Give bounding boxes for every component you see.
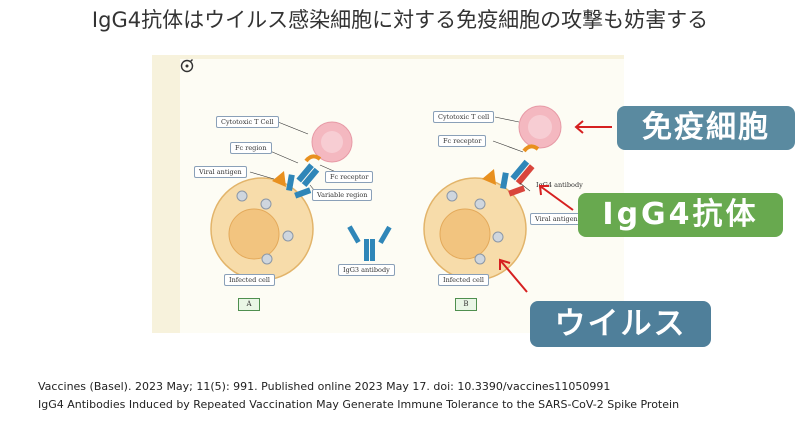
- panel-tag-b: B: [455, 298, 477, 311]
- callout-immune-cell: 免疫細胞: [617, 106, 795, 150]
- label-viral-antigen-b: Viral antigen: [530, 213, 583, 225]
- virus-b-4: [474, 253, 486, 265]
- label-igg4-antibody-b: IgG4 antibody: [536, 181, 583, 189]
- label-viral-antigen-a: Viral antigen: [194, 166, 247, 178]
- virus-b-2: [474, 198, 486, 210]
- callout-igg4-antibody: IgG4抗体: [578, 193, 783, 237]
- fc-receptor-b: [522, 144, 540, 153]
- virus-a-1: [236, 190, 248, 202]
- panel-tag-a: A: [238, 298, 260, 311]
- label-cytotoxic-t-cell-b: Cytotoxic T cell: [433, 111, 495, 123]
- viral-antigen-a: [272, 171, 286, 187]
- virus-a-3: [282, 230, 294, 242]
- callout-virus: ウイルス: [530, 301, 711, 347]
- citation-article-title: IgG4 Antibodies Induced by Repeated Vacc…: [38, 398, 680, 411]
- label-infected-cell-a: Infected cell: [224, 274, 275, 286]
- citation-journal: Vaccines (Basel). 2023 May; 11(5): 991. …: [38, 380, 611, 393]
- virus-a-4: [261, 253, 273, 265]
- figure-panel: Cytotoxic T Cell Fc region Fc receptor V…: [152, 55, 624, 333]
- igg3-antibody-bound: [286, 163, 320, 199]
- virus-b-1: [446, 190, 458, 202]
- label-fc-region-a: Fc region: [230, 142, 272, 154]
- virus-a-2: [260, 198, 272, 210]
- fc-receptor-a: [304, 154, 322, 163]
- igg4-antibody: [500, 159, 535, 197]
- igg3-antibody-free: [347, 225, 392, 261]
- label-cytotoxic-t-cell-a: Cytotoxic T Cell: [216, 116, 279, 128]
- label-infected-cell-b: Infected cell: [438, 274, 489, 286]
- figure-canvas: Cytotoxic T Cell Fc region Fc receptor V…: [180, 59, 624, 333]
- figure-drawing: [210, 105, 562, 281]
- label-igg3-antibody: IgG3 antibody: [338, 264, 395, 276]
- viral-antigen-b: [482, 169, 496, 185]
- label-fc-receptor-b: Fc receptor: [438, 135, 487, 147]
- virus-b-3: [492, 231, 504, 243]
- label-variable-region-a: Variable region: [312, 189, 373, 201]
- page-title: IgG4抗体はウイルス感染細胞に対する免疫細胞の攻撃も妨害する: [91, 8, 709, 32]
- label-fc-receptor-a: Fc receptor: [325, 171, 374, 183]
- zoom-icon[interactable]: [180, 59, 194, 73]
